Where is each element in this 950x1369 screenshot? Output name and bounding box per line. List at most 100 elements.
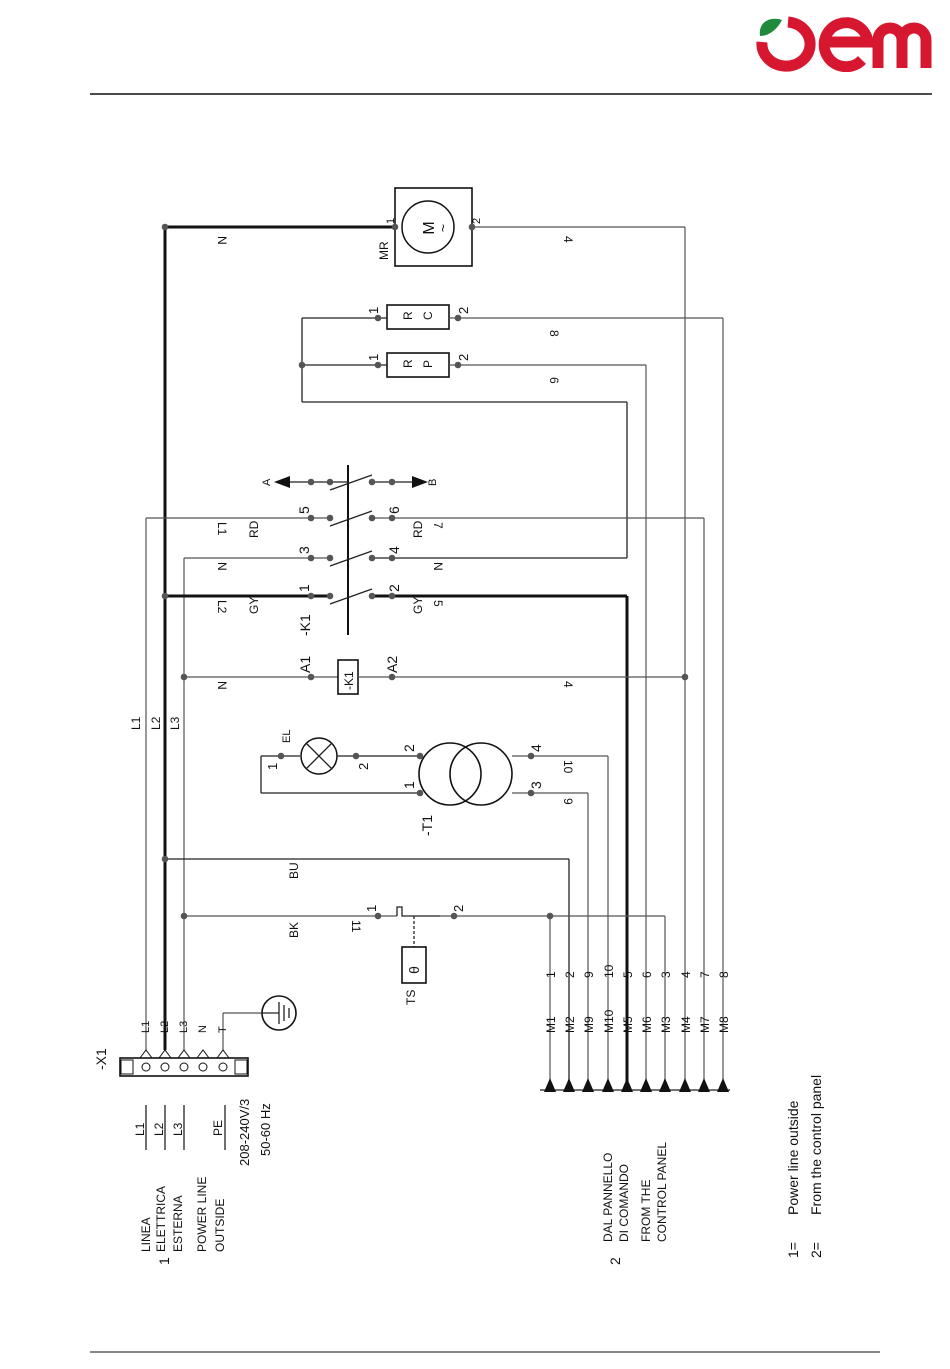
bus-label: L1 — [129, 716, 143, 730]
t1-secondary-coil — [449, 742, 513, 806]
coil-a1: A1 — [297, 656, 313, 673]
panel-arrow-icon — [602, 1078, 614, 1092]
x1-id: -X1 — [93, 1048, 109, 1070]
motor-ac-symbol: ~ — [435, 224, 451, 232]
rp-letter-p: P — [421, 360, 435, 368]
x1-terminal-label: N — [197, 1025, 209, 1033]
wire-label: 11 — [349, 920, 363, 933]
panel-wire-number: 8 — [717, 971, 731, 978]
panel-connector-name: M10 — [602, 1009, 616, 1033]
panel-title-it: DI COMANDO — [617, 1164, 631, 1242]
rc-letter-c: C — [421, 311, 435, 320]
panel-arrow-icon — [621, 1078, 633, 1092]
panel-arrow-icon — [544, 1078, 556, 1092]
supply-voltage: 208-240V/3 — [237, 1099, 252, 1166]
panel-wire-number: 3 — [659, 971, 673, 978]
x1-terminal-block — [119, 1057, 249, 1077]
ts-pin1: 1 — [364, 905, 379, 912]
t1-id: -T1 — [419, 815, 435, 836]
supply-line-label: PE — [211, 1120, 225, 1136]
panel-arrow-icon — [582, 1078, 594, 1092]
aux-b-arrow-icon — [412, 476, 428, 488]
lamp-pin2: 2 — [356, 763, 371, 770]
wire-label: RD — [247, 520, 261, 538]
rp-letter-r: R — [401, 359, 415, 368]
k1-l1-contact — [329, 510, 373, 527]
panel-wire-number: 10 — [602, 964, 616, 978]
wire-label: L2 — [215, 600, 229, 614]
motor-pin2: 2 — [471, 218, 483, 224]
supply-title-en: OUTSIDE — [213, 1199, 227, 1252]
legend-key: 1= — [785, 1242, 801, 1258]
wire-label: 6 — [547, 377, 561, 384]
panel-connector-name: M7 — [698, 1016, 712, 1033]
lamp-id: EL — [281, 730, 293, 743]
rc-pin1: 1 — [366, 307, 381, 314]
panel-wire-number: 4 — [679, 971, 693, 978]
ts-pin2: 2 — [451, 905, 466, 912]
panel-connector-name: M3 — [659, 1016, 673, 1033]
bus-label: L2 — [149, 716, 163, 730]
bus-label: L3 — [168, 716, 182, 730]
rp-pin1: 1 — [366, 354, 381, 361]
k1-l2-contact — [329, 588, 373, 605]
k1-l3-contact — [329, 550, 373, 567]
t1-pin3: 3 — [528, 781, 544, 789]
wire-label: 4 — [561, 681, 575, 688]
motor-pin1: 1 — [385, 218, 397, 224]
panel-arrows — [544, 1078, 729, 1092]
x1-terminal-label: L2 — [159, 1021, 171, 1033]
wire-label: 9 — [561, 798, 575, 805]
ts-contact — [396, 906, 440, 917]
lamp-pin1: 1 — [265, 763, 280, 770]
panel-connector-name: M1 — [544, 1016, 558, 1033]
wire-label: GY — [247, 597, 261, 614]
k1-pin6: 6 — [386, 506, 402, 514]
wire-label: 8 — [547, 330, 561, 337]
ts-box — [401, 946, 427, 984]
wire-label: 7 — [431, 522, 445, 529]
panel-wire-number: 1 — [544, 971, 558, 978]
t1-pin4: 4 — [528, 744, 544, 752]
k1-pin1: 1 — [296, 584, 312, 592]
legend-text: Power line outside — [785, 1100, 801, 1215]
lamp-cross-2 — [305, 742, 333, 770]
panel-connector-name: M4 — [679, 1016, 693, 1033]
panel-arrow-icon — [640, 1078, 652, 1092]
k1-pin4: 4 — [386, 546, 402, 554]
x1-terminal-label: T — [217, 1026, 229, 1033]
panel-arrow-icon — [679, 1078, 691, 1092]
rc-letter-r: R — [401, 311, 415, 320]
aux-a-arrow-icon — [274, 476, 290, 488]
panel-title-en: FROM THE — [639, 1180, 653, 1242]
wire-label: N — [215, 681, 229, 690]
wire-label: 5 — [431, 600, 445, 607]
k1-pin3: 3 — [296, 546, 312, 554]
supply-title-it: ELETTRICA — [154, 1186, 168, 1252]
panel-wire-number: 5 — [621, 971, 635, 978]
wire-label: RD — [411, 520, 425, 538]
t1-pin2: 2 — [401, 744, 417, 752]
panel-wire-number: 6 — [640, 971, 654, 978]
wire-label: 4 — [561, 236, 575, 243]
k1-coil-id: -K1 — [342, 671, 356, 690]
supply-group-number: 1 — [156, 1257, 172, 1265]
panel-wire-number: 9 — [582, 971, 596, 978]
rc-box — [386, 304, 450, 330]
panel-connector-name: M8 — [717, 1016, 731, 1033]
motor-m-symbol: M — [421, 221, 438, 234]
x1-terminal-screws — [120, 1049, 248, 1075]
logo-letter-m — [872, 22, 932, 68]
panel-connector-name: M6 — [640, 1016, 654, 1033]
aux-a-label: A — [261, 478, 273, 486]
ts-symbol: θ — [406, 966, 422, 974]
panel-arrow-icon — [659, 1078, 671, 1092]
junction-dots — [161, 223, 689, 920]
supply-title-en: POWER LINE — [195, 1177, 209, 1252]
motor-symbol — [401, 200, 455, 254]
legend-text: From the control panel — [808, 1075, 824, 1215]
t1-pin1: 1 — [401, 781, 417, 789]
panel-title-it: DAL PANNELLO — [601, 1153, 615, 1242]
